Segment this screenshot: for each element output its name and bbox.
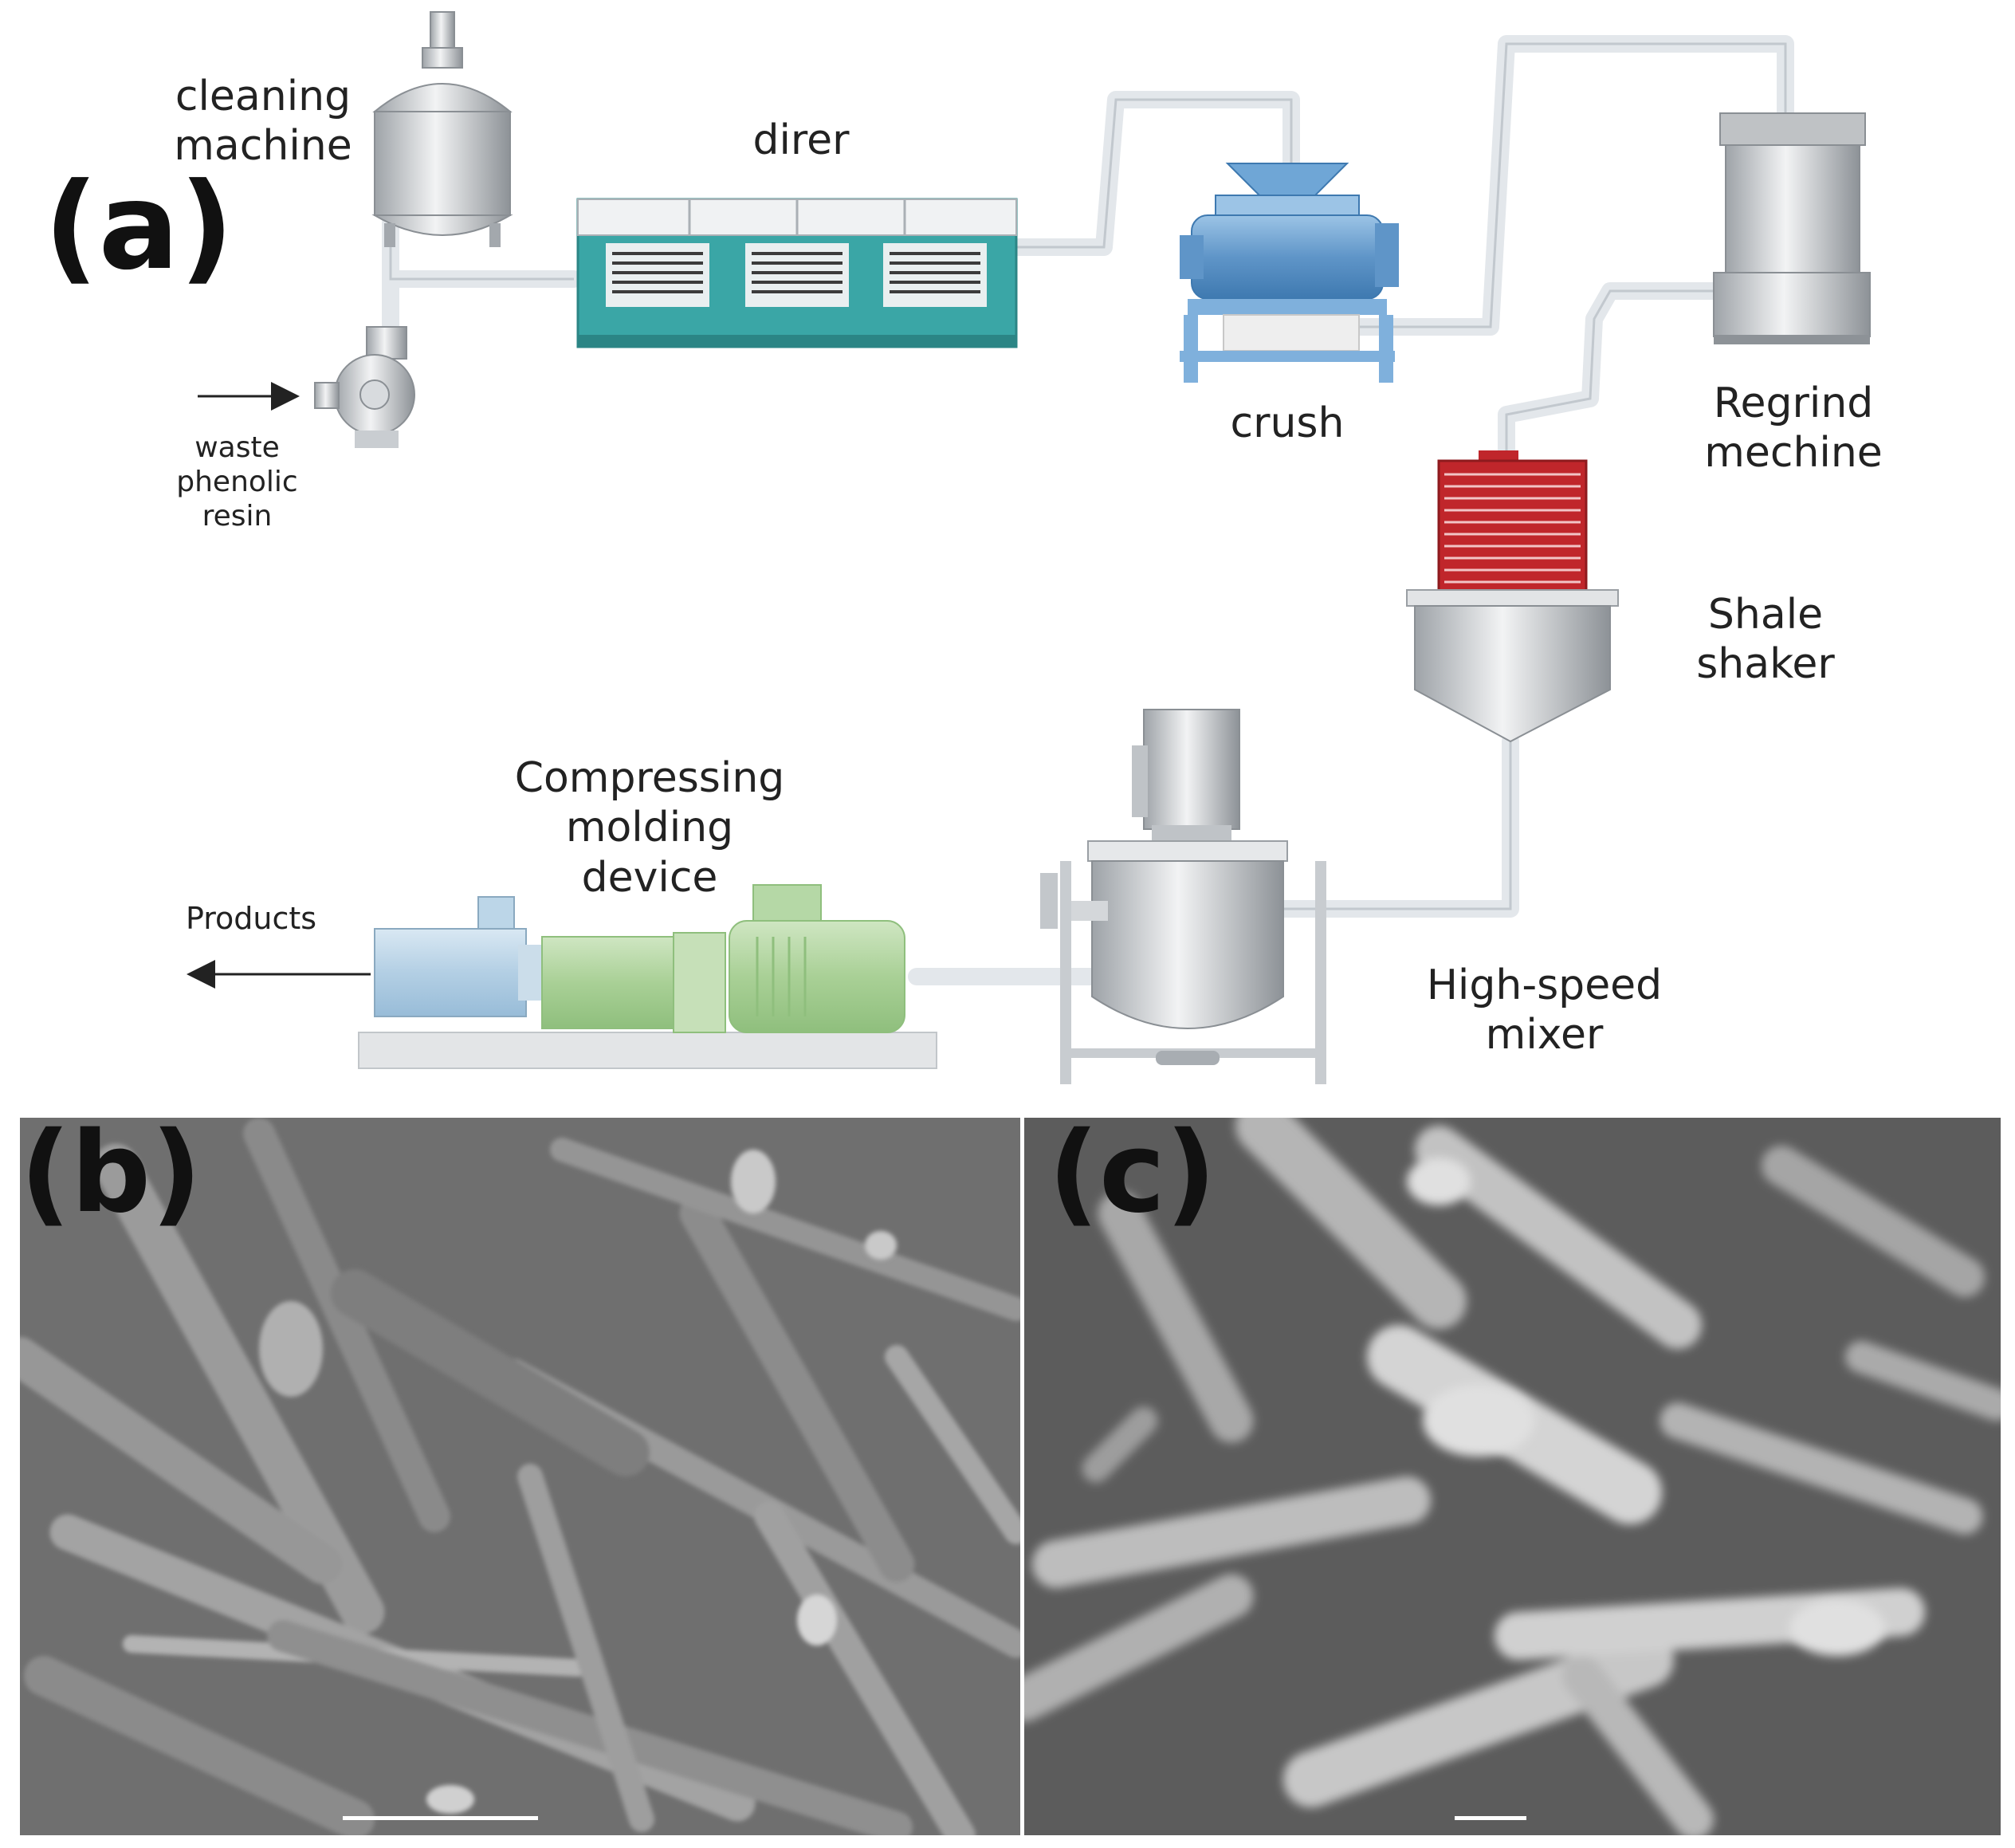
sem-image-b: (b) — [20, 1118, 1020, 1835]
label-compressing-molding-device: Compressing molding device — [514, 754, 785, 902]
sem-texture-c — [1024, 1118, 2001, 1835]
label-waste-phenolic-resin: waste phenolic resin — [176, 431, 298, 533]
pump-icon — [314, 326, 415, 448]
compressing-molding-device-icon — [358, 884, 937, 1069]
crusher-icon — [1180, 163, 1399, 383]
high-speed-mixer-icon — [1040, 709, 1326, 1084]
scale-bar-b — [343, 1816, 538, 1820]
label-crush: crush — [1230, 399, 1345, 447]
panel-label-a: (a) — [44, 158, 234, 297]
sem-image-c: (c) — [1024, 1118, 2001, 1835]
panel-label-c: (c) — [1048, 1118, 1216, 1238]
cleaning-machine-icon — [371, 11, 513, 247]
process-diagram-canvas — [187, 11, 1871, 1084]
label-products: Products — [185, 901, 317, 936]
sem-texture-b — [20, 1118, 1020, 1835]
dryer-icon — [576, 198, 1018, 348]
label-dryer: direr — [752, 116, 850, 164]
pipe-shaker-to-mixer — [1267, 733, 1519, 918]
label-high-speed-mixer: High-speed mixer — [1426, 961, 1663, 1060]
label-shale-shaker: Shale shaker — [1696, 591, 1835, 689]
label-regrind-machine: Regrind mechine — [1704, 379, 1883, 478]
process-diagram: (a) cleaning machine direr crush Regrind… — [44, 11, 1883, 1084]
regrind-machine-icon — [1713, 112, 1871, 344]
label-cleaning-machine: cleaning machine — [174, 73, 352, 171]
scale-bar-c — [1455, 1816, 1526, 1820]
panel-label-b: (b) — [20, 1118, 202, 1238]
shale-shaker-icon — [1406, 450, 1619, 743]
